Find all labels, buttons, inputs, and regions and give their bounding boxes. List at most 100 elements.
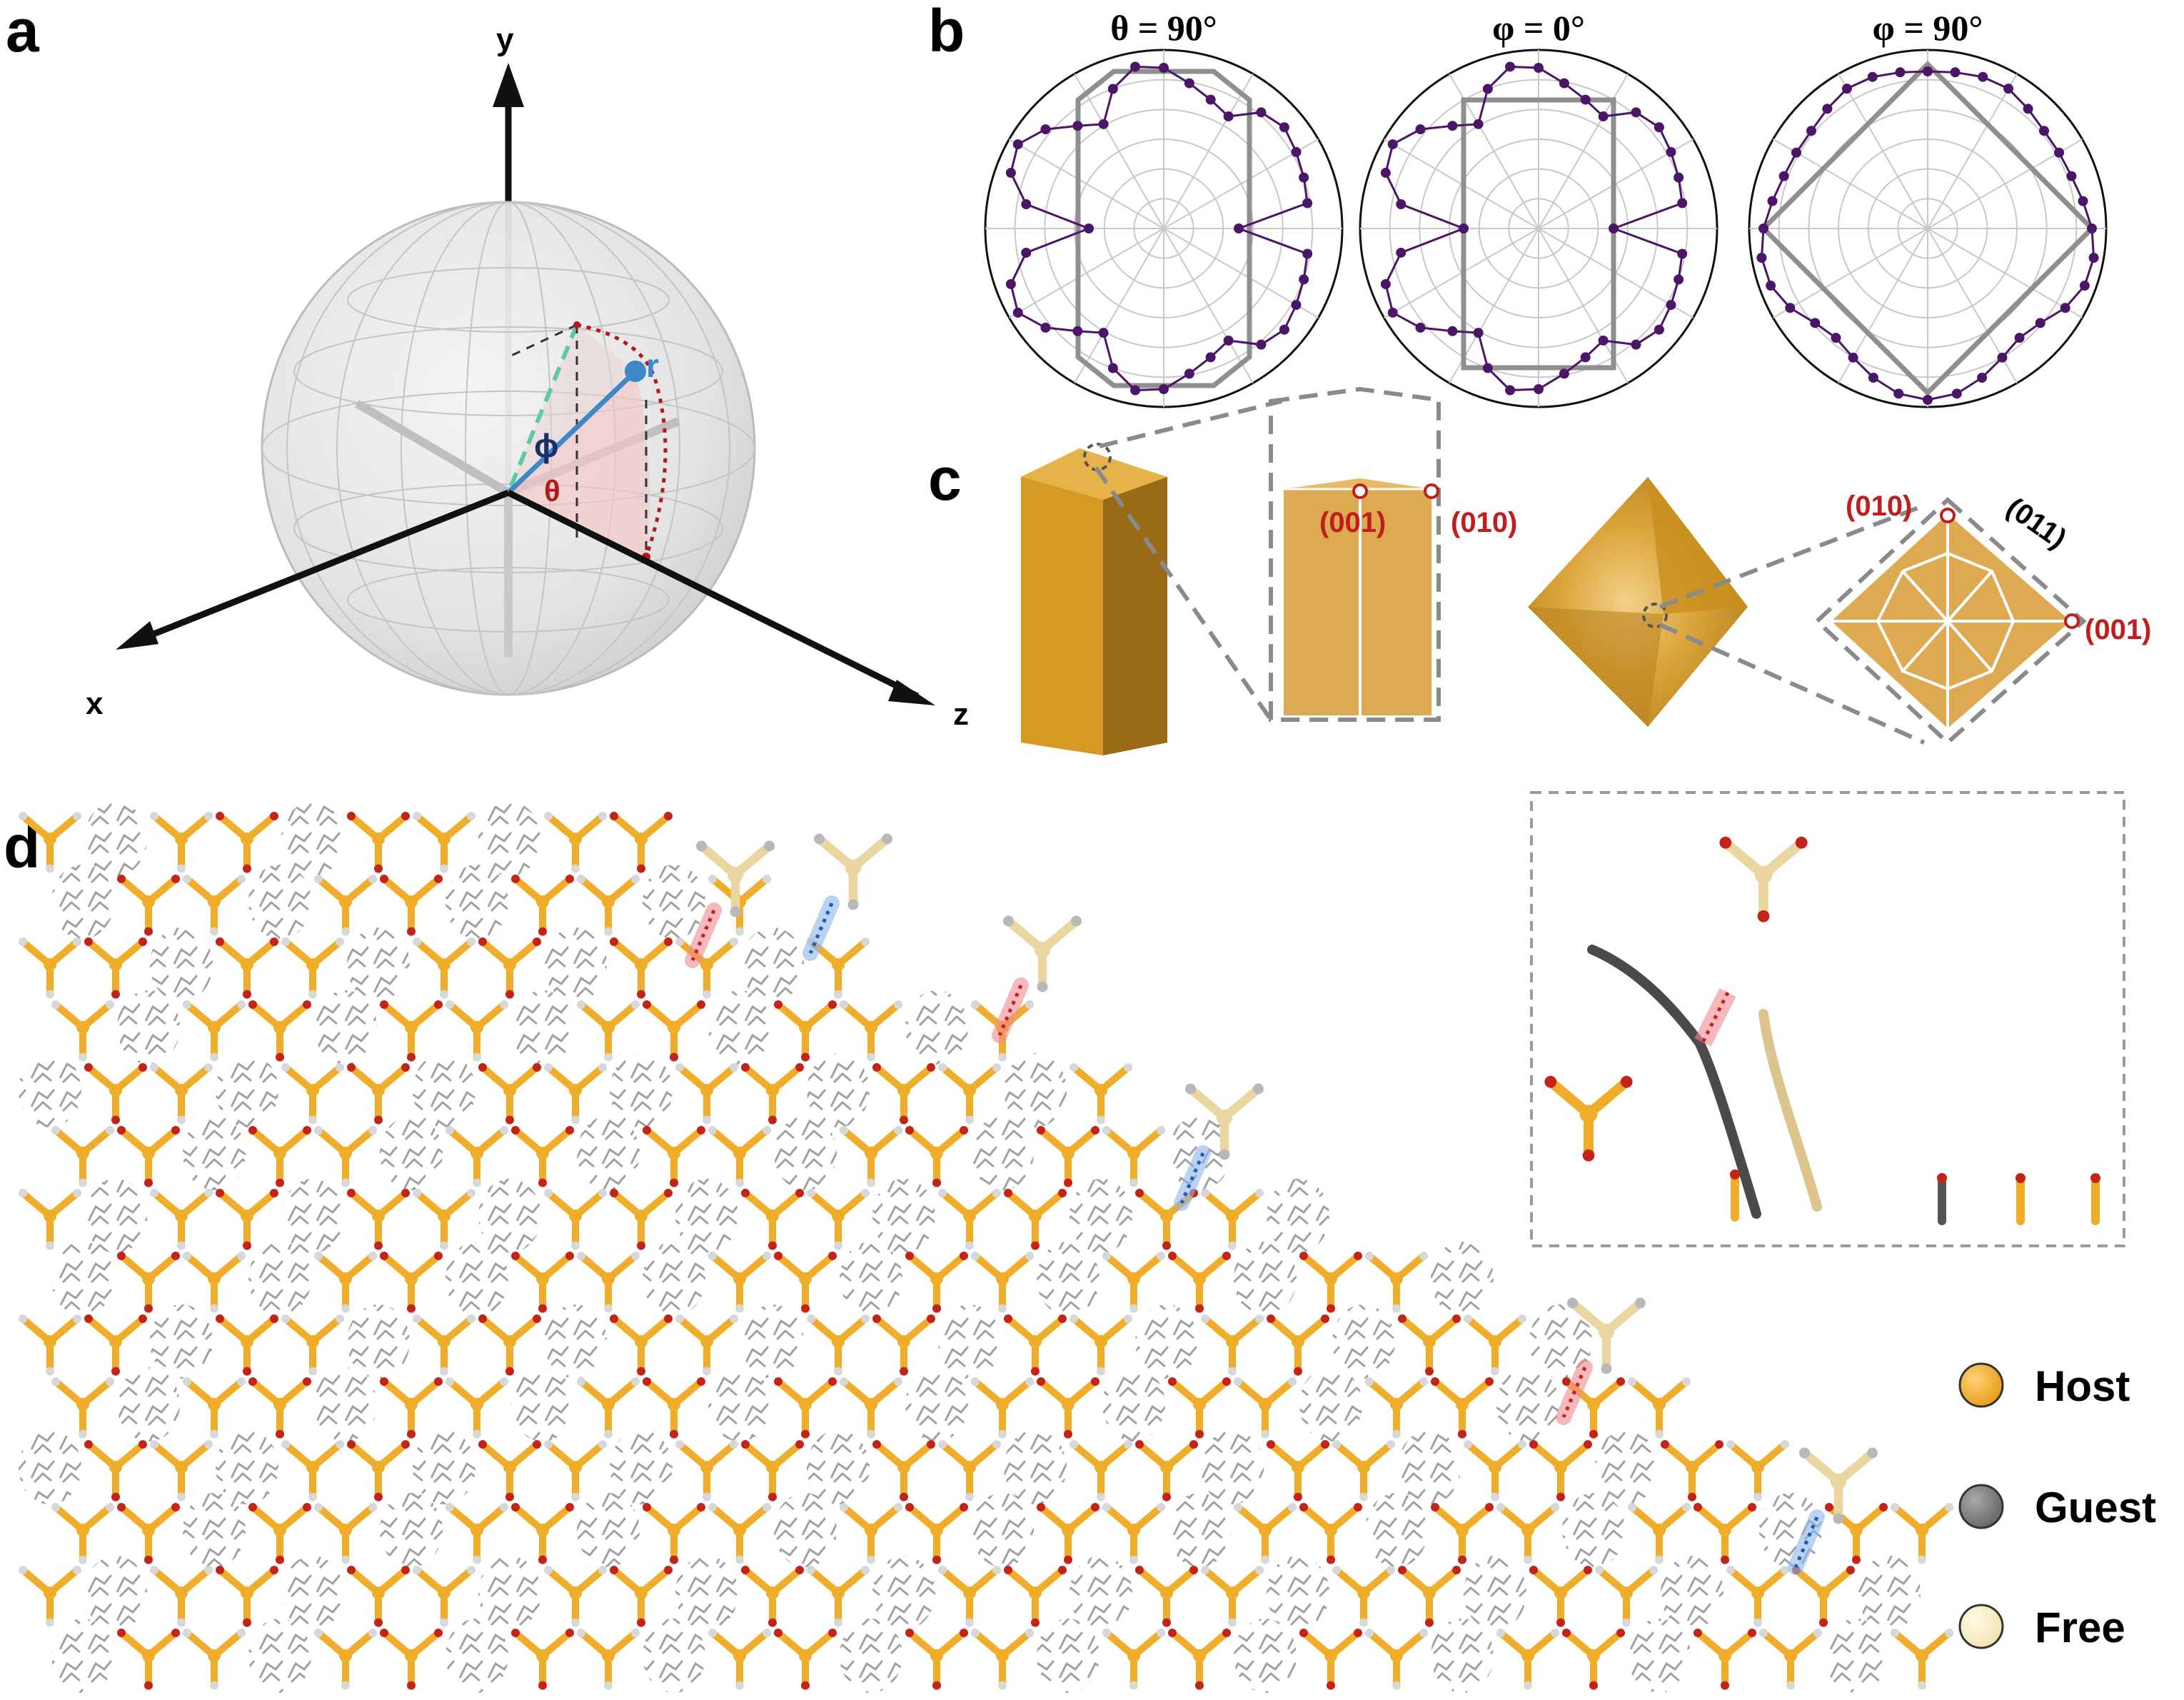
z-axis [506, 489, 920, 700]
host-arm [118, 1252, 152, 1282]
guest-cluster [150, 927, 213, 1002]
host-terminal [927, 1440, 935, 1449]
polar-data-point [1447, 121, 1458, 131]
host-terminal [1825, 1503, 1833, 1512]
host-terminal [1102, 1252, 1111, 1260]
host-terminal [664, 812, 673, 820]
proj-point [573, 321, 580, 328]
host-terminal [336, 1440, 344, 1449]
host-arm [1497, 1504, 1531, 1534]
guest-cluster [446, 865, 508, 939]
host-arm [446, 1378, 480, 1408]
polar-data-point [2066, 171, 2077, 181]
host-arm [638, 938, 672, 968]
host-terminal [210, 1052, 218, 1062]
host-arm [1629, 1378, 1663, 1408]
host-terminal [1589, 1429, 1598, 1439]
host-arm [1800, 1448, 1843, 1487]
host-terminal [1157, 1126, 1165, 1135]
host-terminal [1753, 1618, 1762, 1627]
host-terminal [106, 1000, 114, 1009]
polar-data-point [1631, 339, 1641, 350]
host-arm [309, 938, 343, 968]
host-terminal [828, 1252, 837, 1260]
host-terminal [204, 1063, 213, 1072]
host-terminal [1398, 1314, 1406, 1323]
host-terminal [1025, 1252, 1034, 1260]
host-terminal [106, 1377, 114, 1386]
host-arm [1366, 1252, 1400, 1282]
guest-cluster [1529, 1304, 1592, 1379]
host-arm [1097, 1064, 1132, 1094]
host-terminal [19, 1189, 27, 1197]
guest-cluster [281, 1556, 344, 1630]
host-terminal [730, 1440, 738, 1449]
guest-cluster [1825, 1619, 1888, 1693]
host-terminal [1628, 1377, 1636, 1386]
guest-cluster [511, 990, 574, 1065]
polar-data-point [1831, 333, 1841, 343]
guest-cluster [905, 990, 968, 1065]
host-terminal [1833, 1513, 1844, 1524]
host-terminal [374, 864, 383, 873]
host-arm [1196, 1629, 1230, 1659]
host-terminal [631, 1629, 640, 1637]
host-arm [145, 1127, 179, 1157]
phi-sector [508, 325, 635, 493]
host-terminal [51, 1377, 60, 1386]
polar-data-point [1107, 363, 1118, 373]
host-terminal [1321, 1314, 1329, 1323]
host-arm [545, 1190, 579, 1219]
guest-cluster [478, 1556, 541, 1630]
host-terminal [1682, 1377, 1691, 1386]
polar-data-point [1223, 111, 1234, 122]
host-terminal [960, 1503, 968, 1512]
guest-cluster [708, 1367, 771, 1442]
oct-zoom-circle [1642, 603, 1668, 628]
host-arm [736, 875, 770, 905]
guest-cluster [872, 1179, 935, 1253]
host-arm [539, 1252, 573, 1282]
host-terminal [598, 1566, 607, 1574]
guest-cluster [1464, 1556, 1526, 1630]
host-terminal [544, 812, 553, 820]
host-arm [348, 1064, 382, 1094]
polar-data-point [2088, 253, 2099, 263]
polar-data-point [1534, 384, 1544, 394]
polar-data-point [1534, 63, 1544, 73]
host-terminal [314, 1252, 323, 1260]
host-terminal [1168, 1377, 1177, 1386]
host-terminal [1354, 1503, 1362, 1512]
guest-cluster [643, 865, 705, 939]
host-terminal [1524, 1681, 1532, 1690]
host-arm [775, 1001, 809, 1031]
host-terminal [1431, 1503, 1439, 1512]
polar-data-point [1810, 318, 1821, 328]
host-terminal [998, 1429, 1007, 1439]
host-arm [1136, 1566, 1170, 1596]
host-terminal [938, 1440, 947, 1449]
host-terminal [368, 1252, 377, 1260]
host-terminal [708, 1252, 717, 1260]
host-terminal [73, 812, 81, 820]
host-arm [413, 938, 448, 968]
polar-data-point [1291, 146, 1302, 157]
polar-data-point [1923, 395, 1933, 405]
facet-marker-010 [1424, 483, 1439, 499]
host-arm [211, 1629, 245, 1659]
host-arm [539, 1504, 573, 1534]
host-terminal [643, 1000, 651, 1009]
host-arm [1596, 1566, 1630, 1596]
polar-data-point [1598, 111, 1609, 122]
facet-label-oct-011: (011) [2001, 492, 2072, 555]
polar-data-point [2014, 333, 2025, 343]
guest-cluster [675, 1556, 738, 1630]
host-arm [512, 1504, 546, 1534]
host-arm [243, 1566, 278, 1596]
host-terminal [932, 1555, 941, 1564]
host-arm [315, 1127, 349, 1157]
bond-dotted [690, 910, 716, 961]
host-terminal [1589, 1681, 1598, 1690]
guest-cluster [511, 1367, 574, 1442]
host-arm [1787, 1629, 1821, 1659]
